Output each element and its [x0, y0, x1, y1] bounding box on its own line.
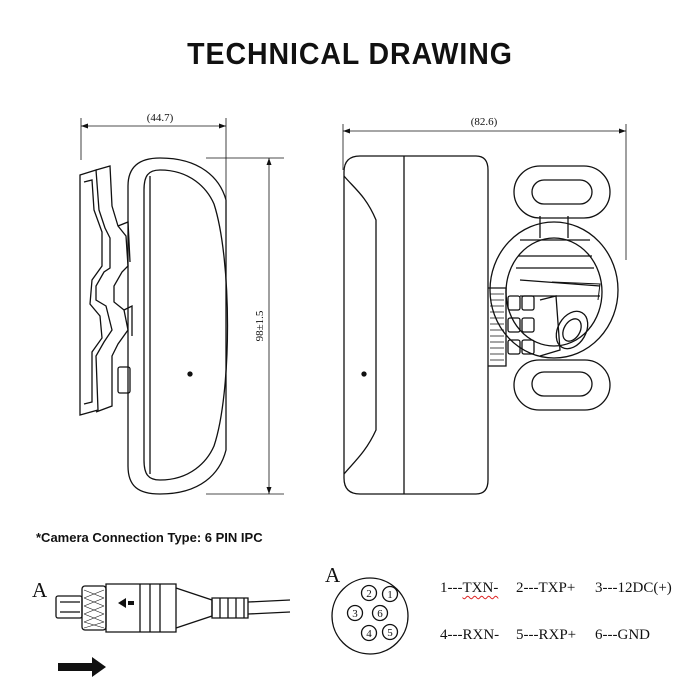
pin-6-label: 6---GND	[595, 627, 650, 643]
pin-5-label: 5---RXP+	[516, 627, 577, 643]
svg-text:1: 1	[387, 589, 393, 601]
svg-text:6: 6	[377, 608, 383, 620]
side-view: (44.7) 98±1.5	[79, 112, 284, 495]
pin-1-label: 1---TXN-	[440, 580, 499, 596]
svg-text:3: 3	[352, 608, 358, 620]
pin-2-label: 2---TXP+	[516, 580, 576, 596]
pin-face-label: A	[325, 563, 341, 587]
svg-text:5: 5	[387, 627, 393, 639]
connector-drawing	[55, 583, 291, 677]
front-view: (82.6)	[342, 116, 627, 495]
pin-6: 6	[371, 604, 389, 622]
pin-3-label: 3---12DC(+)	[595, 580, 672, 596]
page-title: TECHNICAL DRAWING	[187, 36, 513, 71]
height-dimension: 98±1.5	[254, 310, 266, 341]
pin-2: 2	[360, 584, 378, 602]
pin-5: 5	[381, 623, 399, 641]
width-dimension: (82.6)	[471, 116, 498, 128]
svg-text:2: 2	[366, 588, 372, 600]
pin-3: 3	[346, 604, 364, 622]
connection-type-note: *Camera Connection Type: 6 PIN IPC	[36, 530, 263, 545]
svg-text:4: 4	[366, 628, 372, 640]
connector-label: A	[32, 578, 48, 602]
pin-face: 1 2 3 4 5 6	[331, 577, 409, 655]
depth-dimension: (44.7)	[147, 112, 174, 124]
pin-4-label: 4---RXN-	[440, 627, 500, 643]
pin-4: 4	[360, 624, 378, 642]
pin-1: 1	[381, 585, 399, 603]
